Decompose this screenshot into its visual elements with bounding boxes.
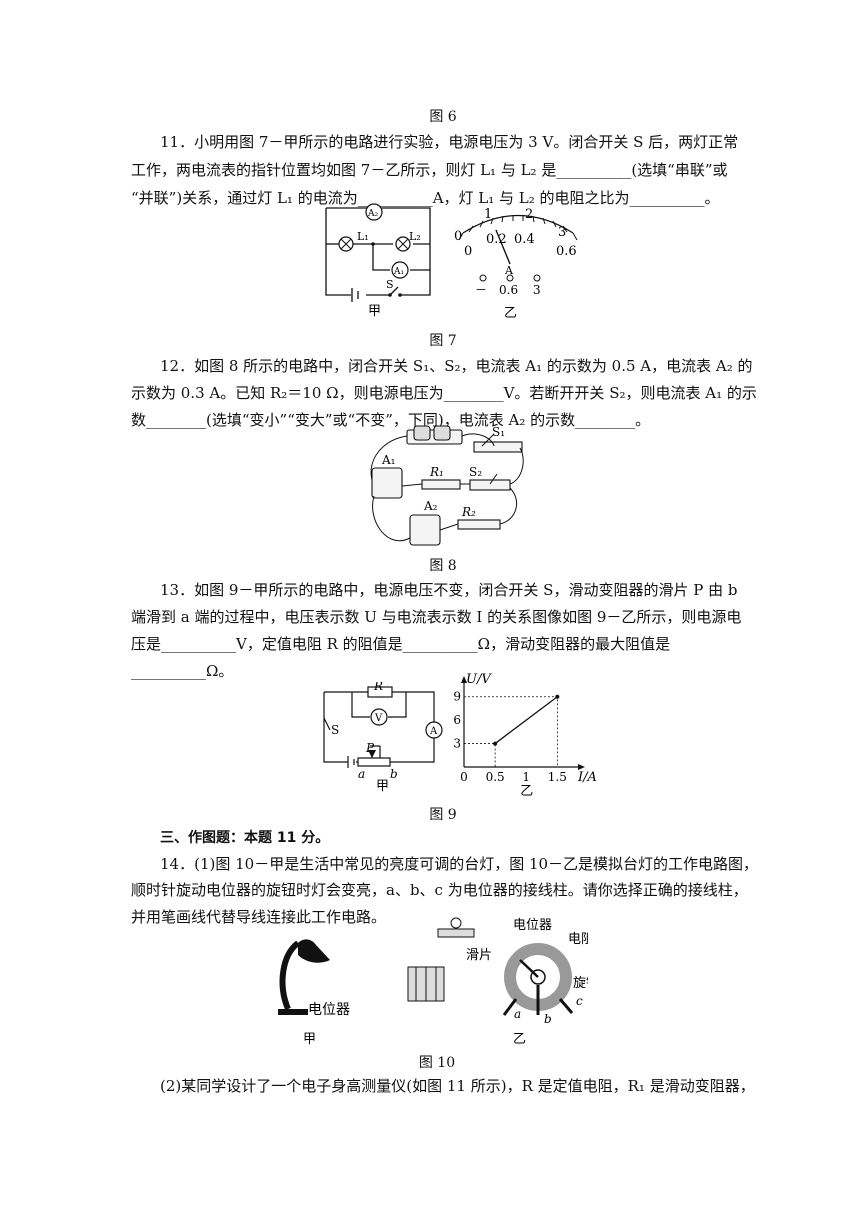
fig7-a2-label: A₂ xyxy=(367,209,378,219)
fig7-caption: 图 7 xyxy=(429,333,457,349)
q11-line2: 工作，两电流表的指针位置均如图 7－乙所示，则灯 L₁ 与 L₂ 是______… xyxy=(131,161,728,179)
fig7-jia: 甲 xyxy=(368,304,381,319)
y-tick-label: 3 xyxy=(453,737,461,751)
fig9-yi: 乙 xyxy=(520,784,533,797)
fig10-caption: 图 10 xyxy=(418,1055,456,1071)
q14-line1: 14．(1)图 10－甲是生活中常见的亮度可调的台灯，图 10－乙是模拟台灯的工… xyxy=(160,855,759,873)
fig9-p-label: P xyxy=(365,741,375,755)
fig7-terminal-06: 0.6 xyxy=(499,283,518,297)
fig10-diagram: 电位器 甲 电位器 电阻丝 滑片 旋钮 a b c 乙 xyxy=(278,917,588,1047)
y-tick-label: 6 xyxy=(453,713,461,727)
data-point xyxy=(493,741,498,746)
fig7-l1-label: L₁ xyxy=(357,230,369,243)
q11-line3: “并联”)关系，通过灯 L₁ 的电流为__________A，灯 L₁ 与 L₂… xyxy=(131,189,720,207)
fig10-yi: 乙 xyxy=(513,1032,526,1047)
fig8-r2-label: R₂ xyxy=(461,505,476,519)
x-tick-label: 0 xyxy=(460,770,468,784)
q13-line3: 压是__________V，定值电阻 R 的阻值是__________Ω，滑动变… xyxy=(131,635,671,653)
fig10-wire-label: 电阻丝 xyxy=(568,932,588,947)
x-tick-label: 1 xyxy=(522,770,530,784)
y-tick-label: 9 xyxy=(453,690,461,704)
battery-icon xyxy=(407,966,445,1002)
q13-line2: 端滑到 a 端的过程中，电压表示数 U 与电流表示数 I 的关系图像如图 9－乙… xyxy=(131,608,742,626)
fig7-yi: 乙 xyxy=(504,306,517,321)
data-point xyxy=(555,694,560,699)
x-tick-label: 1.5 xyxy=(548,770,567,784)
section3-heading: 三、作图题：本题 11 分。 xyxy=(160,830,330,846)
fig7-meter-unit: A xyxy=(504,264,514,277)
fig8-r1-label: R₁ xyxy=(429,465,444,479)
fig7-scale-bottom-0: 0 xyxy=(464,244,472,259)
fig9-a-label: A xyxy=(429,726,438,737)
guide-line xyxy=(464,743,496,767)
fig7-scale-bottom-2: 0.4 xyxy=(514,232,535,247)
fig7-scale-top-0: 0 xyxy=(454,229,462,244)
fig8-a1-label: A₁ xyxy=(381,453,395,467)
fig10-lamp-label: 电位器 xyxy=(308,1002,350,1018)
bulb-icon xyxy=(437,917,475,938)
y-axis-arrow xyxy=(461,676,467,683)
fig6-caption: 图 6 xyxy=(429,109,457,125)
desk-lamp-icon xyxy=(278,939,330,1015)
fig10-jia: 甲 xyxy=(303,1032,316,1047)
q14-line4: (2)某同学设计了一个电子身高测量仪(如图 11 所示)，R 是定值电阻，R₁ … xyxy=(160,1077,755,1095)
fig7-scale-bottom-3: 0.6 xyxy=(556,244,577,259)
fig10-knob-label: 旋钮 xyxy=(573,976,588,991)
fig7-l2-label: L₂ xyxy=(409,230,421,243)
fig10-terminal-c: c xyxy=(576,994,583,1008)
q12-line1: 12．如图 8 所示的电路中，闭合开关 S₁、S₂，电流表 A₁ 的示数为 0.… xyxy=(160,357,753,375)
y-axis-label: U/V xyxy=(466,672,492,687)
fig9-jia: 甲 xyxy=(376,779,389,792)
fig10-slider-label: 滑片 xyxy=(466,948,492,963)
fig9-circuit: R V A S P a b 甲 xyxy=(323,682,443,792)
fig10-terminal-a: a xyxy=(514,1007,521,1021)
fig10-terminal-b: b xyxy=(544,1012,552,1026)
q12-line2: 示数为 0.3 A。已知 R₂＝10 Ω，则电源电压为________V。若断开… xyxy=(131,384,757,402)
q12-line3: 数________(选填“变小”“变大”或“不变”，下同)，电流表 A₂ 的示数… xyxy=(131,411,651,429)
fig7-scale-top-3: 3 xyxy=(558,225,566,240)
q13-line1: 13．如图 9－甲所示的电路中，电源电压不变，闭合开关 S，滑动变阻器的滑片 P… xyxy=(160,581,738,599)
fig9-r-label: R xyxy=(373,682,383,693)
q13-line4: __________Ω。 xyxy=(131,662,234,680)
fig9-v-label: V xyxy=(374,713,383,724)
fig10-potentiometer-label: 电位器 xyxy=(513,918,552,933)
fig7-scale-bottom-1: 0.2 xyxy=(486,232,507,247)
potentiometer-icon xyxy=(502,943,574,1016)
fig7-scale-top-1: 1 xyxy=(484,207,492,222)
x-axis-arrow xyxy=(578,764,585,770)
fig7-diagram: A₂ A₁ L₁ L₂ S 甲 0 1 2 3 0 0.2 0.4 0.6 A … xyxy=(325,203,578,321)
fig8-s1-label: S₁ xyxy=(492,425,505,439)
fig8-a2-label: A₂ xyxy=(423,499,438,513)
q11-line1: 11．小明用图 7－甲所示的电路进行实验，电源电压为 3 V。闭合开关 S 后，… xyxy=(160,133,739,151)
fig8-s2-label: S₂ xyxy=(469,465,482,479)
fig9-caption: 图 9 xyxy=(429,807,457,823)
fig7-terminal-3: 3 xyxy=(533,283,541,297)
fig9-s-label: S xyxy=(331,723,339,737)
x-axis-label: I/A xyxy=(577,770,597,785)
fig7-terminal-neg: － xyxy=(475,283,487,297)
fig9-terminal-b: b xyxy=(390,767,398,781)
fig7-a1-label: A₁ xyxy=(393,267,404,277)
fig8-caption: 图 8 xyxy=(429,558,457,574)
x-tick-label: 0.5 xyxy=(486,770,505,784)
fig9-chart: 3 6 9 0 0.5 1 1.5 U/V I/A 乙 xyxy=(453,672,597,797)
fig7-scale-top-2: 2 xyxy=(525,207,533,222)
fig8-diagram: S₁ S₂ A₁ A₂ R₁ R₂ xyxy=(370,425,524,546)
series-line xyxy=(494,696,558,745)
q14-line2: 顺时针旋动电位器的旋钮时灯会变亮，a、b、c 为电位器的接线柱。请你选择正确的接… xyxy=(131,881,748,899)
fig7-s-label: S xyxy=(386,278,394,291)
q14-line3: 并用笔画线代替导线连接此工作电路。 xyxy=(131,908,387,926)
fig9-terminal-a: a xyxy=(358,767,365,781)
